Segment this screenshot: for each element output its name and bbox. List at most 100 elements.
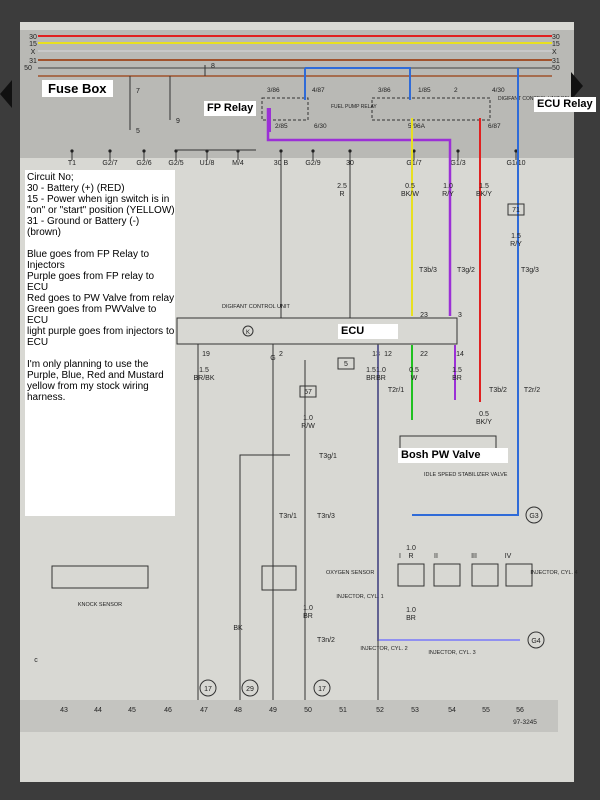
column-number: 56 (516, 707, 524, 714)
terminal-number: 8 (211, 63, 215, 70)
injector-number: II (434, 553, 438, 560)
fuse-terminal-label: T1 (68, 160, 76, 167)
pw-valve-label: Bosh PW Valve (398, 448, 508, 463)
ground-point-label: G3 (529, 513, 538, 520)
ground-point (527, 631, 545, 649)
fuse-terminal-label: G2/7 (102, 160, 117, 167)
reference-circle (199, 679, 217, 697)
column-number: 50 (304, 707, 312, 714)
wire-size: 0.5 (405, 183, 415, 190)
fuse-terminal-dot (108, 149, 112, 153)
fp-relay-box (261, 97, 309, 121)
ground-ref-label: 57 (304, 389, 312, 396)
connector-label: T2r/1 (388, 387, 404, 394)
fp-relay-text: FUEL PUMP RELAY (331, 104, 377, 110)
wire-color-code: BR (303, 613, 313, 620)
fuse-terminal-dot (311, 149, 315, 153)
connector-label: T3g/2 (457, 267, 475, 274)
column-number: 48 (234, 707, 242, 714)
connector-label: T3n/1 (279, 513, 297, 520)
wire-color-code: BR/BK (193, 375, 214, 382)
fuse-terminal-label: G1/3 (450, 160, 465, 167)
fuse-terminal-dot (142, 149, 146, 153)
idle-valve-label: IDLE SPEED STABILIZER VALVE (424, 472, 508, 478)
oxygen-sensor-box (261, 565, 297, 591)
previous-page-arrow-icon[interactable] (0, 80, 12, 108)
wire-color-code: BR (366, 375, 376, 382)
column-number: 49 (269, 707, 277, 714)
injector-box (433, 563, 461, 587)
terminal-number: 3/86 (378, 87, 391, 94)
wire-color-code: BK (233, 625, 243, 632)
rail-label-left: 30 (29, 34, 37, 41)
connector-label: T3n/2 (317, 637, 335, 644)
reference-circle (241, 679, 259, 697)
ecu-pin-number: 19 (202, 351, 210, 358)
terminal-number: 6/30 (314, 123, 327, 130)
note-gap (27, 238, 175, 249)
wire-size: 1.5 (452, 367, 462, 374)
wire-size: 1.5 (479, 183, 489, 190)
wire-size: 0.5 (409, 367, 419, 374)
wire-color-code: G (270, 355, 275, 362)
column-number: 46 (164, 707, 172, 714)
wire-size: 0.5 (479, 411, 489, 418)
ecu-pin-number: 2 (279, 351, 283, 358)
ecu-pin-number: 22 (420, 351, 428, 358)
fuse-terminal-label: G2/5 (168, 160, 183, 167)
wire-size: 1.0 (406, 545, 416, 552)
fuse-terminal-label: U1/8 (200, 160, 215, 167)
knock-sensor-label: KNOCK SENSOR (78, 602, 122, 608)
ground-ref-box (337, 357, 355, 370)
connector-label: T3b/3 (419, 267, 437, 274)
note-line: Green goes from PWValve to ECU (27, 304, 157, 326)
connector-label: T3b/2 (489, 387, 507, 394)
ecu-pin-number: 13 (372, 351, 380, 358)
next-page-arrow-icon[interactable] (571, 72, 583, 100)
connector-label: T3n/3 (317, 513, 335, 520)
wire-color-code: R/Y (510, 241, 522, 248)
terminal-number: 4/87 (312, 87, 325, 94)
column-number: 53 (411, 707, 419, 714)
wire-size: 1.0 (303, 605, 313, 612)
wire-color-code: BK/Y (476, 191, 492, 198)
rail-label-left: X (31, 49, 36, 56)
fuse-terminal-label: G1/10 (506, 160, 525, 167)
column-number: 47 (200, 707, 208, 714)
wire-color-code: BR (452, 375, 462, 382)
wire-color-code: BK/Y (476, 419, 492, 426)
ecu-k-label: K (246, 330, 250, 336)
injector-box (397, 563, 425, 587)
wire-size: 1.5 (199, 367, 209, 374)
terminal-number: 1/85 (418, 87, 431, 94)
fuse-terminal-dot (456, 149, 460, 153)
wire-size: 1.0 (443, 183, 453, 190)
wire-end-label: c (34, 657, 38, 664)
notes-panel: Circuit No; 30 - Battery (+) (RED) 15 - … (25, 170, 175, 516)
wire-size: 2.5 (337, 183, 347, 190)
note-line: Circuit No; (27, 172, 74, 183)
blue-wire (412, 200, 519, 516)
ecu-block (176, 317, 458, 345)
column-number: 55 (482, 707, 490, 714)
terminal-number: 7 (136, 88, 140, 95)
injector-box (505, 563, 533, 587)
wire-color-code: R (339, 191, 344, 198)
reference-number: 17 (318, 686, 326, 693)
terminal-number: 6/87 (488, 123, 501, 130)
wire-color-code: BR (376, 375, 386, 382)
ground-point (525, 506, 543, 524)
ecu-pin-number: 3 (458, 312, 462, 319)
reference-number: 17 (204, 686, 212, 693)
column-number: 51 (339, 707, 347, 714)
reference-number: 29 (246, 686, 254, 693)
column-number: 43 (60, 707, 68, 714)
rail-label-left: 31 (29, 58, 37, 65)
rail-label-left: 15 (29, 41, 37, 48)
oxygen-sensor-label: OXYGEN SENSOR (326, 570, 374, 576)
note-line: 30 - Battery (+) (RED) (27, 183, 125, 194)
terminal-number: 2/85 (275, 123, 288, 130)
fuse-terminal-dot (279, 149, 283, 153)
note-line: Purple goes from FP relay to ECU (27, 271, 155, 293)
